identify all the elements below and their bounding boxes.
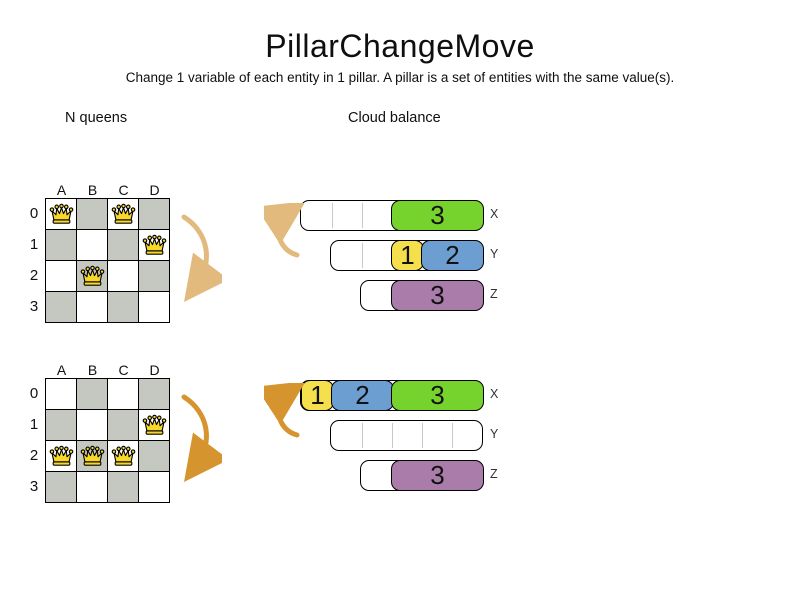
row-label: 1 <box>29 236 39 253</box>
queen-icon <box>142 234 166 255</box>
bar-segment-divider <box>362 243 363 268</box>
bar-segment-divider <box>452 423 453 448</box>
queen-icon <box>111 203 135 224</box>
board-cell <box>46 441 76 471</box>
chess-board-after: A B C D 0 1 2 3 <box>25 362 185 503</box>
board-cell <box>139 441 169 471</box>
bar-label: Y <box>490 247 499 261</box>
board-cell <box>46 379 76 409</box>
board-cell <box>139 292 169 322</box>
queen-icon <box>111 445 135 466</box>
process-block: 1 <box>391 239 424 271</box>
bar-segment-divider <box>362 423 363 448</box>
process-block: 1 <box>301 379 334 411</box>
column-label: C <box>118 362 129 378</box>
row-label: 2 <box>29 267 39 284</box>
column-label: B <box>87 182 98 198</box>
board-cell <box>139 410 169 440</box>
board-cell <box>108 292 138 322</box>
nqueens-section-label: N queens <box>65 110 128 126</box>
cloud-bar <box>330 420 483 451</box>
process-block: 3 <box>391 379 484 411</box>
column-label: D <box>149 182 160 198</box>
board-cell <box>46 292 76 322</box>
bar-label: X <box>490 207 499 221</box>
board-cell <box>139 230 169 260</box>
bar-label: Z <box>490 287 498 301</box>
board-cell <box>77 230 107 260</box>
board-cell <box>77 261 107 291</box>
queen-icon <box>80 265 104 286</box>
board-cell <box>108 441 138 471</box>
board-cell <box>139 199 169 229</box>
queens-move-arrow-before <box>181 214 222 302</box>
board-cell <box>139 472 169 502</box>
bar-label: Y <box>490 427 499 441</box>
queens-move-arrow-after <box>181 394 222 482</box>
board-cell <box>77 379 107 409</box>
queen-icon <box>49 203 73 224</box>
chess-board-before: A B C D 0 1 2 3 <box>25 182 185 323</box>
board-cell <box>108 379 138 409</box>
board-cell <box>46 261 76 291</box>
board-cell <box>108 261 138 291</box>
process-block: 2 <box>331 379 394 411</box>
board-cell <box>46 410 76 440</box>
process-block: 2 <box>421 239 484 271</box>
board-cell <box>108 230 138 260</box>
board-cell <box>77 199 107 229</box>
page-title: PillarChangeMove <box>265 28 535 64</box>
bar-segment-divider <box>362 203 363 228</box>
board-cell <box>108 410 138 440</box>
bar-label: X <box>490 387 499 401</box>
queen-icon <box>80 445 104 466</box>
column-label: D <box>149 362 160 378</box>
board-grid <box>45 378 170 503</box>
bar-segment-divider <box>392 423 393 448</box>
queen-icon <box>142 414 166 435</box>
process-block: 3 <box>391 279 484 311</box>
board-cell <box>77 441 107 471</box>
bar-segment-divider <box>422 423 423 448</box>
column-label: A <box>56 182 67 198</box>
board-cell <box>46 472 76 502</box>
column-label: B <box>87 362 98 378</box>
cloud-move-arrow-after <box>264 383 304 438</box>
row-label: 0 <box>29 205 39 222</box>
cloud-bar: 3 <box>360 459 484 491</box>
board-cell <box>46 199 76 229</box>
board-cell <box>139 261 169 291</box>
bar-label: Z <box>490 467 498 481</box>
cloud-bar: 3 <box>300 199 484 231</box>
board-cell <box>77 292 107 322</box>
column-labels: A B C D <box>46 182 170 198</box>
queen-icon <box>49 445 73 466</box>
row-label: 0 <box>29 385 39 402</box>
board-cell <box>46 230 76 260</box>
board-cell <box>139 379 169 409</box>
page-subtitle: Change 1 variable of each entity in 1 pi… <box>125 70 675 85</box>
process-block: 3 <box>391 199 484 231</box>
board-cell <box>77 410 107 440</box>
cloud-move-arrow-before <box>264 203 304 258</box>
row-label: 2 <box>29 447 39 464</box>
cloud-section-label: Cloud balance <box>348 110 441 126</box>
column-label: C <box>118 182 129 198</box>
board-grid <box>45 198 170 323</box>
process-block: 3 <box>391 459 484 491</box>
row-label: 3 <box>29 478 39 495</box>
board-cell <box>108 472 138 502</box>
column-label: A <box>56 362 67 378</box>
cloud-bar: 3 <box>360 279 484 311</box>
row-label: 3 <box>29 298 39 315</box>
board-cell <box>108 199 138 229</box>
bar-segment-divider <box>332 203 333 228</box>
row-label: 1 <box>29 416 39 433</box>
board-cell <box>77 472 107 502</box>
column-labels: A B C D <box>46 362 170 378</box>
